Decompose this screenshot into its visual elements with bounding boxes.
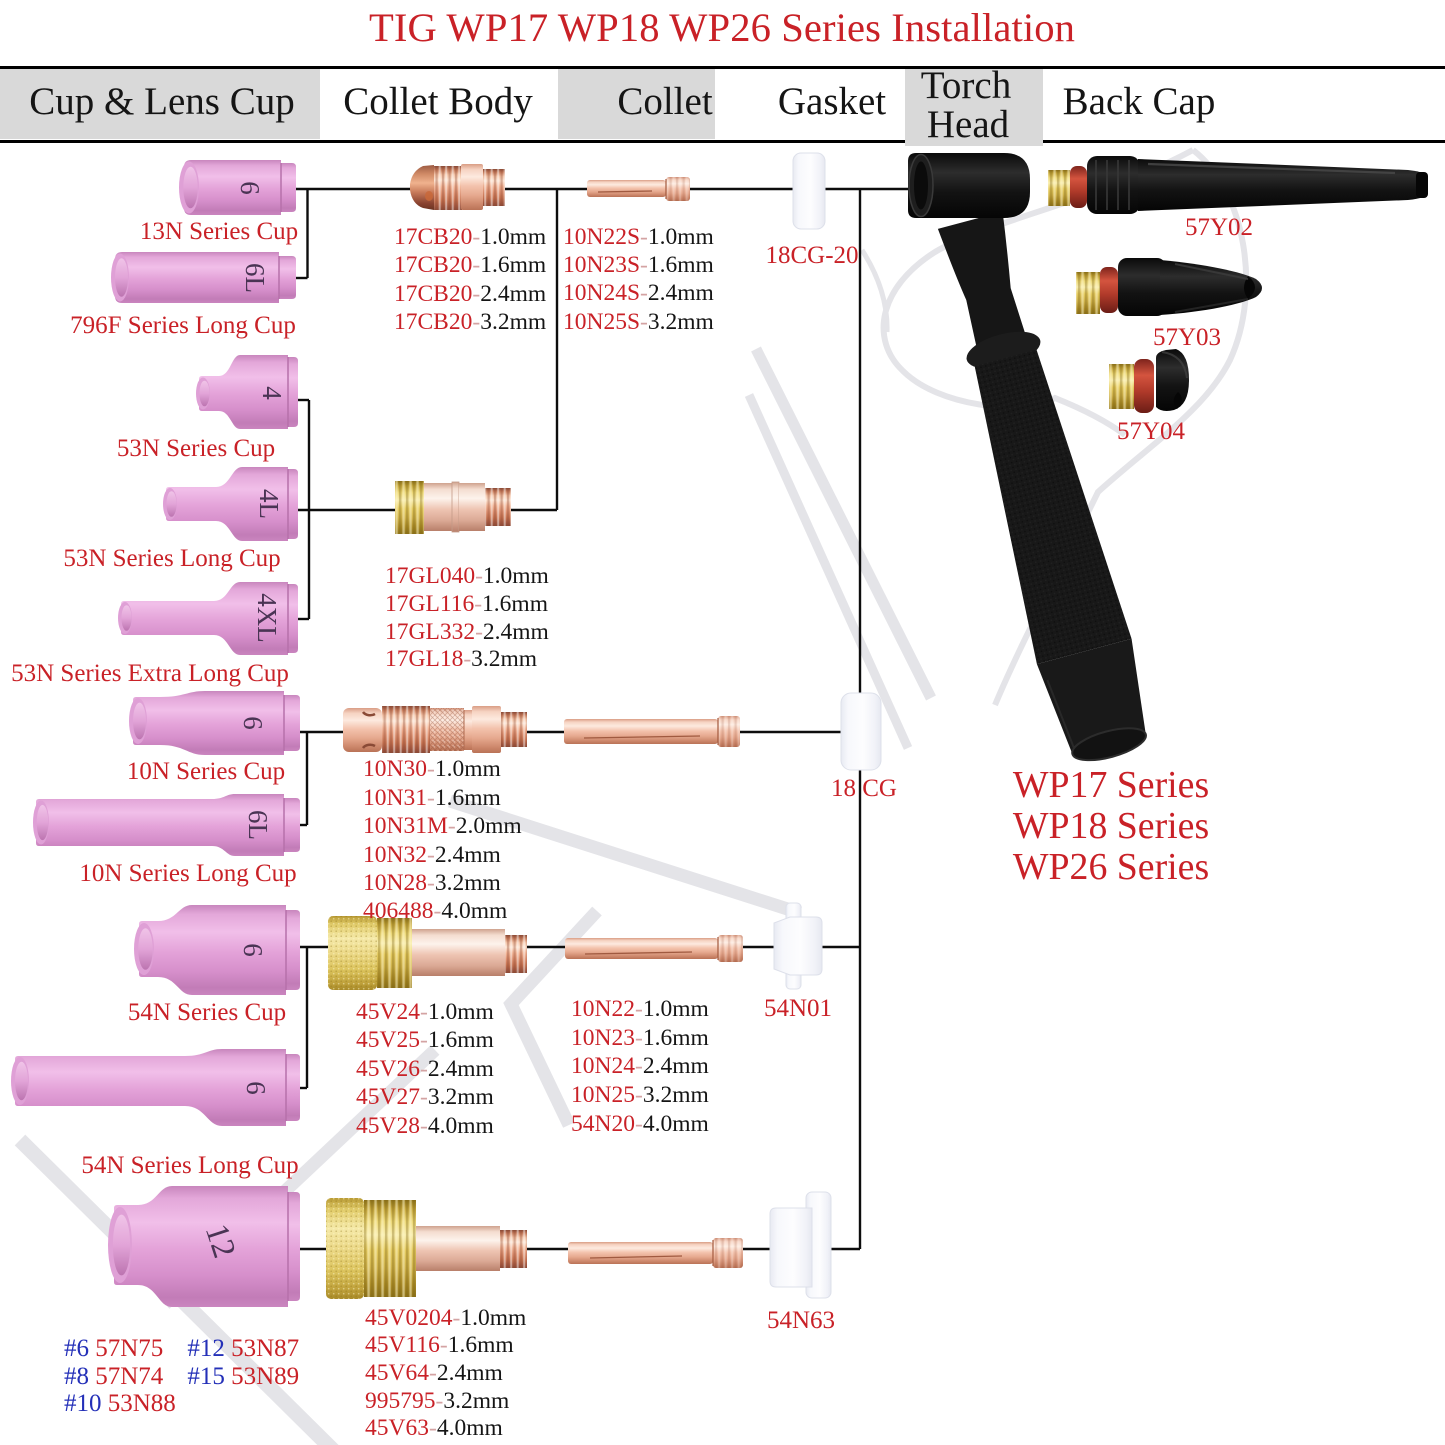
svg-text:6: 6 [235, 181, 265, 195]
svg-text:6L: 6L [243, 810, 273, 840]
svg-text:4L: 4L [254, 489, 284, 519]
svg-text:6L: 6L [240, 263, 270, 293]
svg-text:4XL: 4XL [252, 593, 282, 643]
svg-text:6: 6 [238, 716, 268, 730]
svg-text:6: 6 [238, 943, 268, 957]
svg-text:4: 4 [257, 386, 287, 400]
svg-text:6: 6 [241, 1081, 271, 1095]
